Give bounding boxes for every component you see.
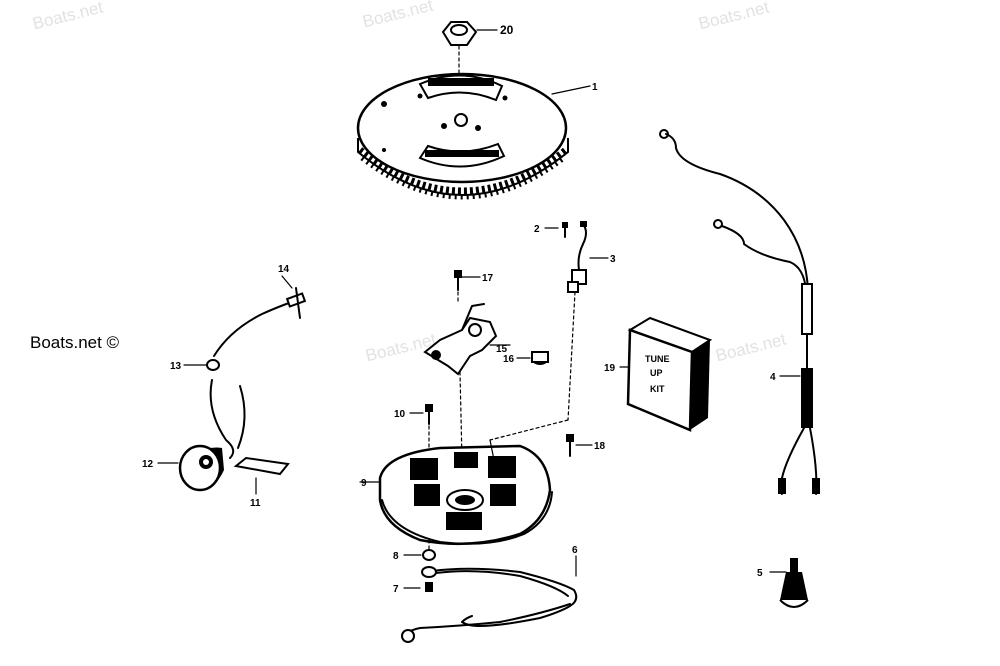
copyright-credit: Boats.net © [30, 333, 120, 352]
callout-16: 16 [503, 354, 515, 365]
flywheel-part [356, 45, 591, 200]
callout-9: 9 [361, 478, 367, 489]
hex-nut-part [441, 21, 498, 46]
callout-6: 6 [572, 545, 578, 556]
breaker-points-parts [423, 270, 549, 461]
callout-2: 2 [534, 224, 540, 235]
connector-part [769, 558, 809, 608]
callout-3: 3 [610, 254, 616, 265]
lead-wire-harness-part [659, 129, 820, 495]
ignition-coil-part [157, 275, 307, 492]
callout-1: 1 [592, 82, 598, 93]
callout-20: 20 [500, 23, 514, 37]
callout-19: 19 [604, 363, 616, 374]
callout-labels: 20 1 2 3 17 15 16 19 14 13 12 11 10 18 9… [142, 23, 776, 595]
callout-18: 18 [594, 441, 606, 452]
callout-17: 17 [482, 273, 494, 284]
kit-label-line1: TUNE [645, 354, 670, 364]
heat-shield-part [233, 456, 290, 495]
callout-4: 4 [770, 372, 776, 383]
kit-label-line2: UP [650, 368, 663, 378]
callout-14: 14 [278, 264, 290, 275]
screw-and-wire-parts [489, 221, 609, 441]
tune-up-kit-part: TUNE UP KIT [619, 316, 713, 432]
callout-15: 15 [496, 344, 508, 355]
callout-7: 7 [393, 584, 399, 595]
callout-8: 8 [393, 551, 399, 562]
kit-label-line3: KIT [650, 384, 665, 394]
ground-strap-parts [401, 539, 578, 643]
callout-10: 10 [394, 409, 406, 420]
callout-11: 11 [250, 498, 261, 509]
callout-5: 5 [757, 568, 763, 579]
callout-12: 12 [142, 459, 154, 470]
stator-plate-part [359, 404, 593, 546]
callout-13: 13 [170, 361, 182, 372]
